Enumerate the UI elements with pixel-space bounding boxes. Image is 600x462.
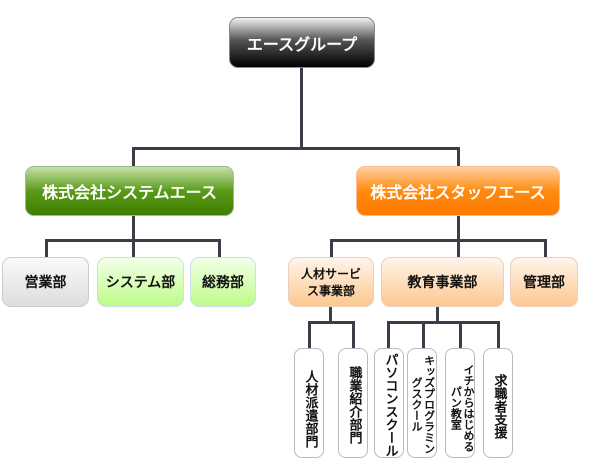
dept-management: 管理部 [510, 257, 578, 307]
connector [45, 239, 48, 258]
connector [544, 239, 547, 258]
connector [330, 239, 333, 258]
connector [308, 321, 311, 349]
connector [308, 321, 355, 324]
connector [457, 216, 460, 258]
connector [497, 321, 500, 349]
unit-bread-class: イチからはじめるパン教室 [445, 348, 475, 458]
connector [457, 147, 460, 167]
connector [436, 307, 439, 323]
connector [459, 321, 462, 349]
dept-system: システム部 [97, 257, 184, 307]
connector [422, 321, 425, 349]
connector [300, 68, 303, 149]
connector [330, 239, 547, 242]
unit-pc-school: パソコンスクール [374, 348, 404, 458]
company-system-ace: 株式会社システムエース [25, 166, 234, 216]
company-staff-ace: 株式会社スタッフエース [356, 166, 560, 216]
connector [132, 216, 135, 258]
connector [132, 147, 135, 167]
root-node: エースグループ [229, 17, 375, 68]
unit-job-seeker-support: 求職者支援 [483, 348, 513, 458]
connector [352, 321, 355, 349]
unit-job-placement: 職業紹介部門 [338, 348, 368, 458]
connector [387, 321, 500, 324]
connector [329, 307, 332, 323]
dept-general-affairs: 総務部 [190, 257, 256, 307]
dept-education: 教育事業部 [381, 257, 504, 307]
unit-staffing: 人材派遣部門 [294, 348, 324, 458]
connector [132, 147, 460, 150]
dept-sales: 営業部 [2, 257, 89, 307]
unit-kids-programming: キッズプログラミングスクール [407, 348, 437, 458]
dept-hr-services: 人材サービス事業部 [288, 257, 374, 307]
connector [218, 239, 221, 258]
connector [387, 321, 390, 349]
connector [45, 239, 221, 242]
